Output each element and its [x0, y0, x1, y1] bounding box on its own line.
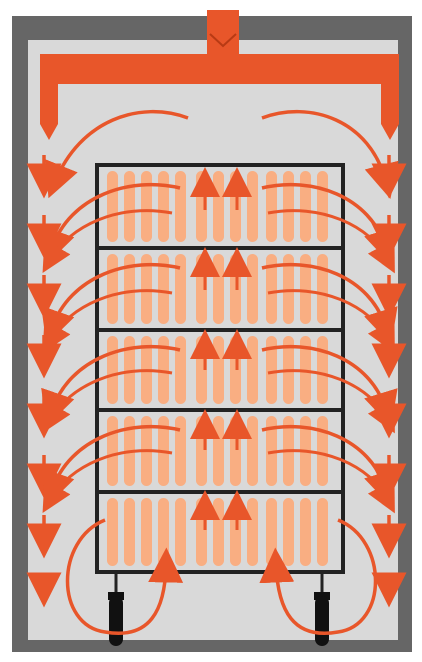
product-strip	[283, 171, 294, 242]
product-strip	[107, 498, 118, 566]
product-strip	[213, 254, 224, 324]
product-strip	[107, 254, 118, 324]
product-strip	[247, 171, 258, 242]
product-strip	[175, 336, 186, 404]
caster-wheel-icon	[109, 596, 123, 646]
product-strip	[247, 416, 258, 486]
caster-wheel-icon	[315, 596, 329, 646]
product-strip	[266, 498, 277, 566]
product-strip	[175, 254, 186, 324]
product-strip	[317, 171, 328, 242]
product-strip	[213, 336, 224, 404]
product-strip	[175, 416, 186, 486]
product-strip	[141, 171, 152, 242]
product-strip	[107, 336, 118, 404]
product-strip	[300, 171, 311, 242]
product-strip	[247, 498, 258, 566]
product-strip	[175, 171, 186, 242]
product-strip	[317, 336, 328, 404]
product-strip	[317, 416, 328, 486]
product-strip	[300, 498, 311, 566]
product-strip	[107, 171, 118, 242]
product-strip	[158, 498, 169, 566]
product-strip	[283, 498, 294, 566]
product-strip	[175, 498, 186, 566]
product-strip	[141, 498, 152, 566]
product-strip	[213, 416, 224, 486]
product-strip	[158, 171, 169, 242]
product-strip	[317, 254, 328, 324]
product-strip	[213, 498, 224, 566]
product-strip	[266, 171, 277, 242]
product-strip	[124, 498, 135, 566]
product-strip	[124, 171, 135, 242]
product-strip	[317, 498, 328, 566]
product-strip	[213, 171, 224, 242]
product-strip	[247, 336, 258, 404]
product-strip	[107, 416, 118, 486]
product-strip	[247, 254, 258, 324]
